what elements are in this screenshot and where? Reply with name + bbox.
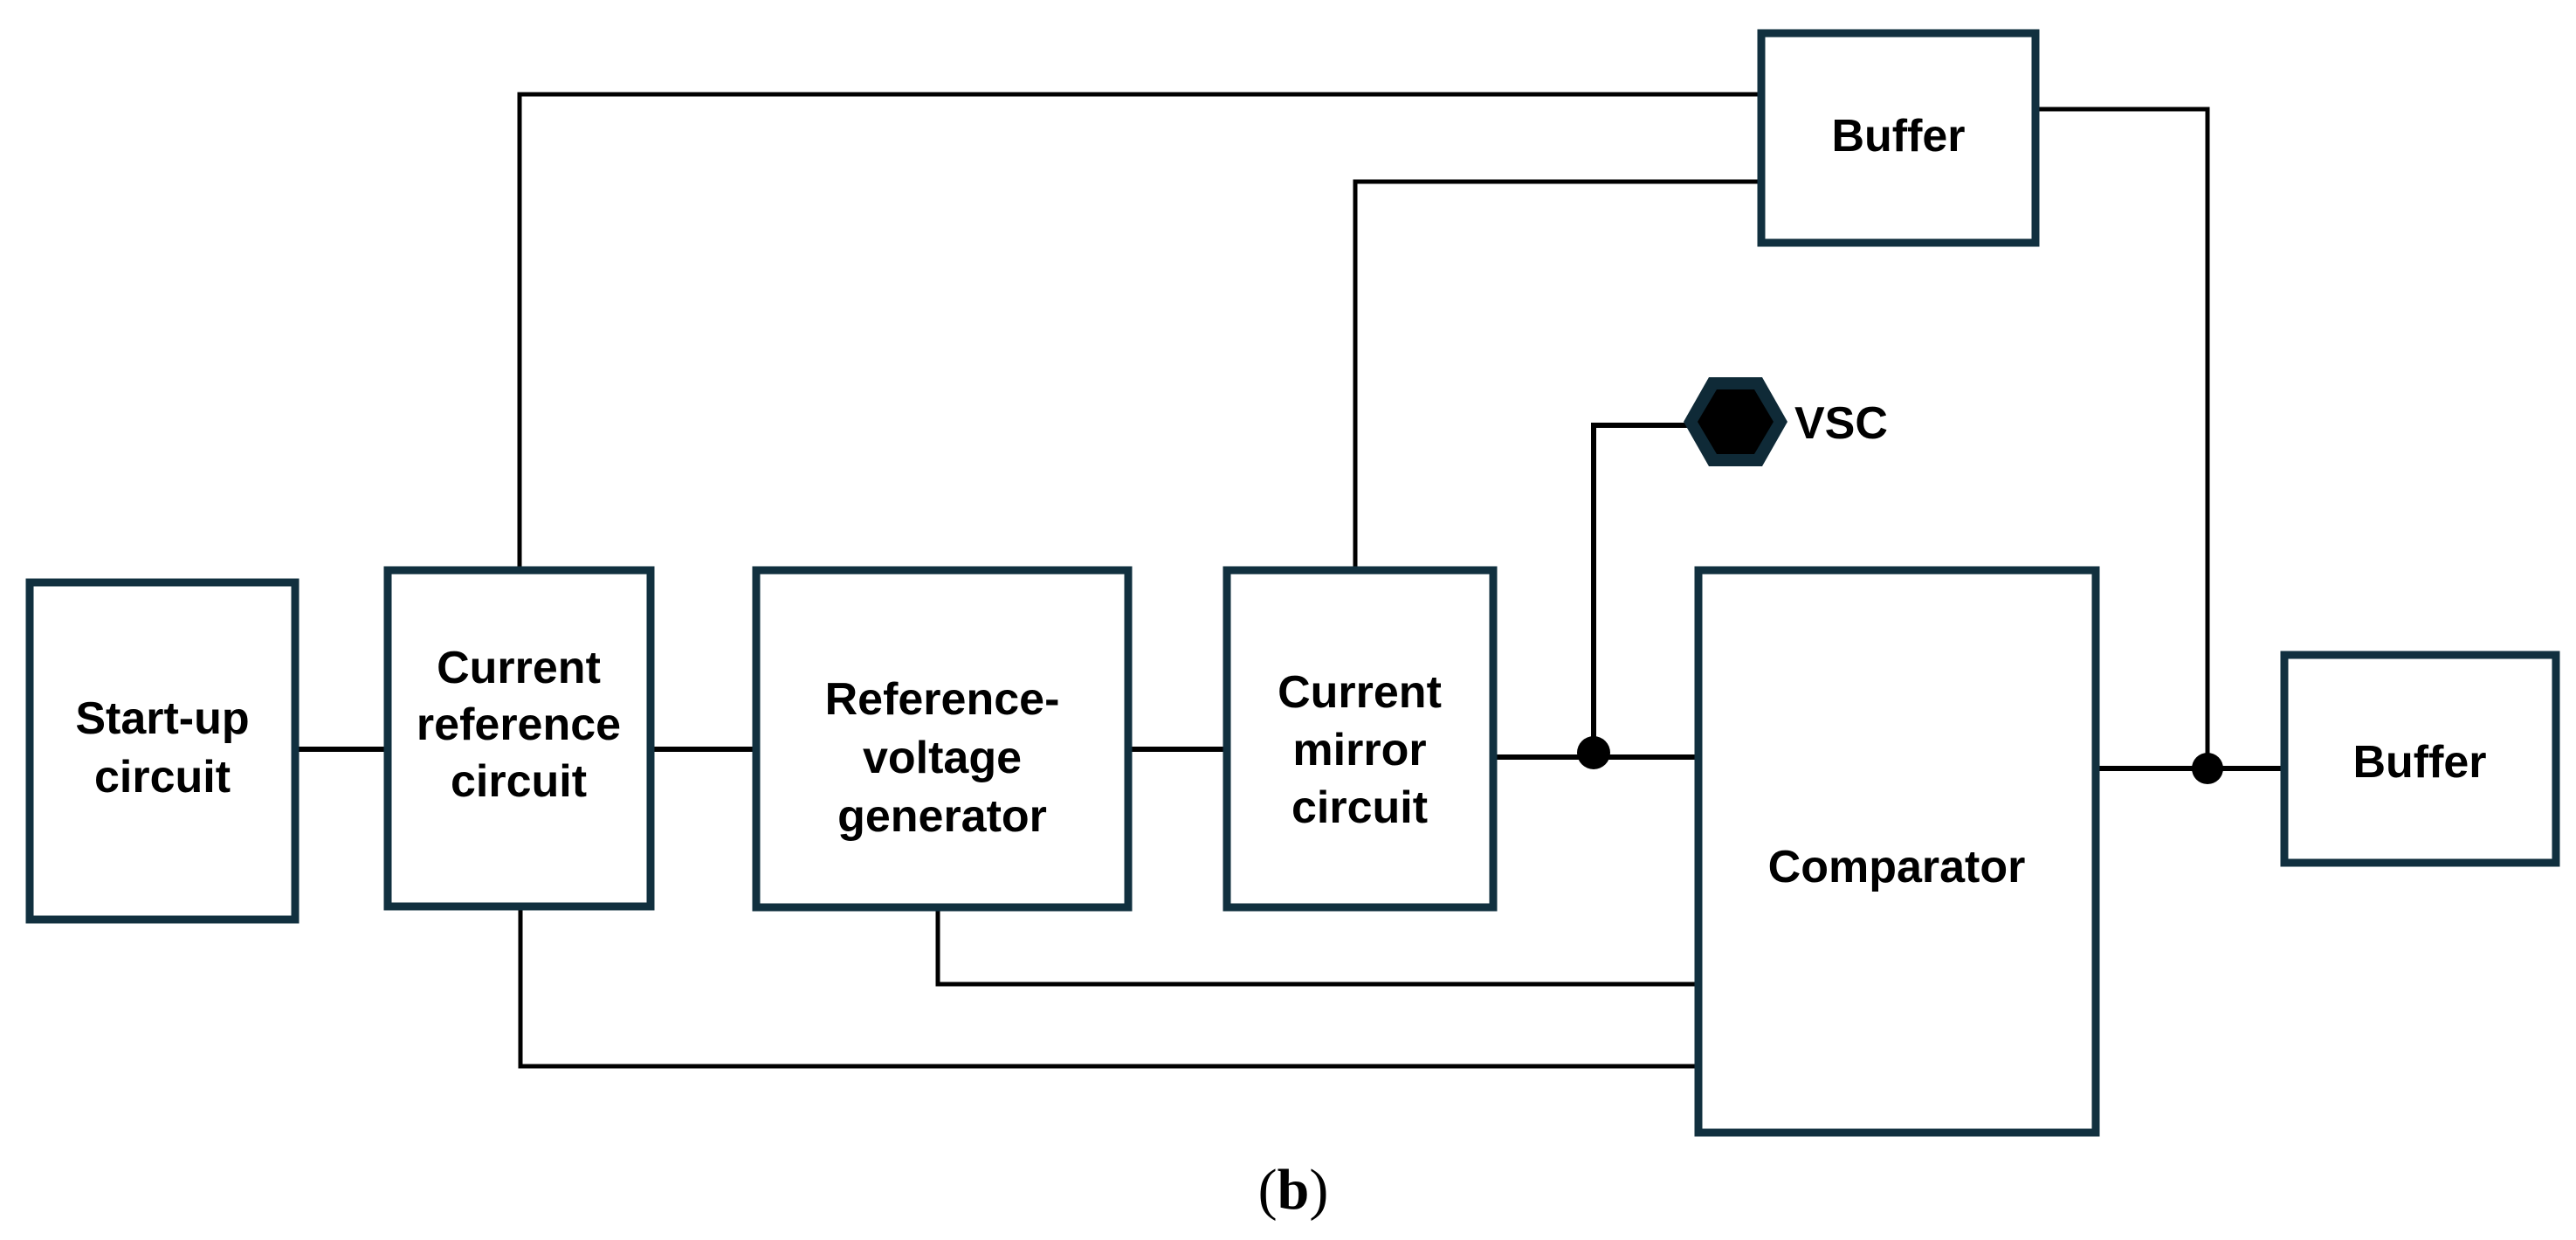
wire-current-reference-to-buffer-top (517, 92, 1764, 573)
vsc-terminal: VSC (1684, 377, 1888, 466)
wire-reference-voltage-to-comparator (935, 905, 1701, 987)
block-label-line: Current (1278, 667, 1442, 718)
vsc-label: VSC (1794, 398, 1888, 449)
wires (293, 92, 2287, 1069)
block-label-line: Reference- (825, 674, 1060, 725)
block-label-line: circuit (1291, 782, 1428, 833)
block-label-line: reference (417, 699, 621, 750)
block-buffer-top: Buffer (1757, 29, 2040, 247)
block-reference-voltage-generator: Reference- voltage generator (752, 566, 1133, 912)
block-label-line: Start-up (75, 693, 249, 744)
junction-dot-vsc (1577, 736, 1610, 769)
wire-buffer-top-to-output (2033, 107, 2210, 771)
block-startup-circuit: Start-up circuit (25, 578, 300, 924)
caption-open-paren: ( (1258, 1158, 1278, 1222)
block-current-reference-circuit: Current reference circuit (383, 566, 655, 911)
block-comparator: Comparator (1694, 566, 2100, 1137)
hexagon-terminal-inner (1698, 389, 1774, 454)
figure-caption: (b) (1258, 1158, 1329, 1222)
caption-letter: b (1278, 1158, 1310, 1222)
wire-junction-to-vsc (1591, 423, 1692, 760)
block-label-line: Current (437, 643, 601, 693)
block-current-mirror-circuit: Current mirror circuit (1223, 566, 1498, 912)
caption-close-paren: ) (1309, 1158, 1328, 1222)
block-label-line: Buffer (2352, 737, 2486, 788)
block-label-line: mirror (1292, 725, 1426, 775)
block-label-line: Comparator (1768, 842, 2026, 892)
wire-current-mirror-to-buffer-top (1353, 179, 1764, 573)
junction-dot-output (2192, 753, 2223, 784)
block-label-line: circuit (94, 752, 231, 803)
block-label-line: circuit (451, 756, 587, 807)
block-label-line: voltage (863, 733, 1022, 783)
block-label-line: Buffer (1831, 111, 1965, 162)
wire-current-reference-to-comparator (518, 904, 1701, 1069)
block-buffer-output: Buffer (2280, 651, 2560, 867)
block-label-line: generator (837, 791, 1047, 842)
